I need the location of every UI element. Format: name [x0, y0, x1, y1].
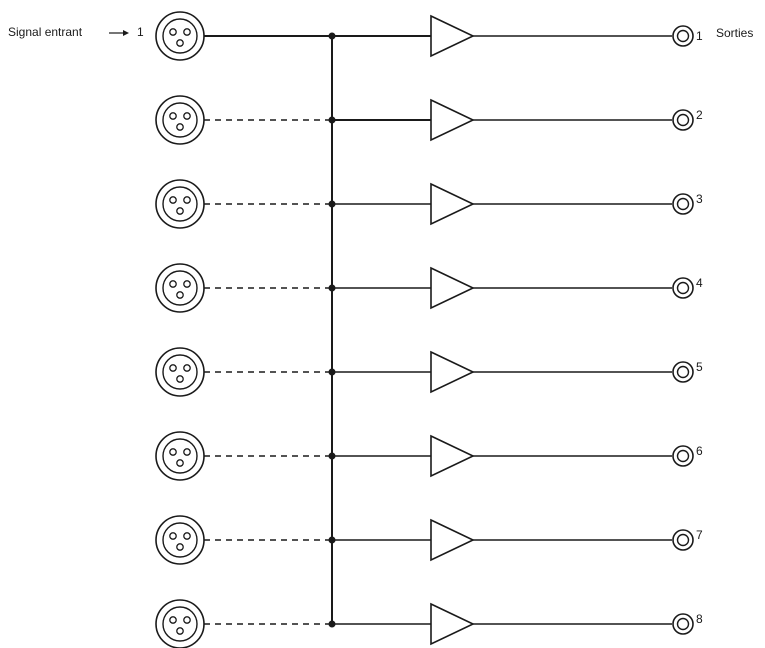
xlr-connector-icon	[155, 347, 205, 397]
junction-dot-icon	[328, 368, 336, 376]
junction-dot-icon	[328, 620, 336, 628]
input-signal-label: Signal entrant	[8, 25, 83, 39]
xlr-connector-icon	[155, 11, 205, 61]
xlr-connector-icon	[155, 179, 205, 229]
output-number-2: 2	[696, 108, 703, 122]
output-jack-icon	[672, 445, 694, 467]
output-number-1: 1	[696, 29, 703, 43]
output-jack-icon	[672, 529, 694, 551]
output-jack-inner-ring	[676, 617, 690, 631]
output-number-6: 6	[696, 444, 703, 458]
output-number-4: 4	[696, 276, 703, 290]
junction-dot-icon	[328, 200, 336, 208]
output-jack-inner-ring	[676, 281, 690, 295]
xlr-connector-icon	[155, 515, 205, 565]
input-arrow-icon	[109, 30, 129, 36]
output-jack-icon	[672, 25, 694, 47]
output-number-3: 3	[696, 192, 703, 206]
xlr-connector-icon	[155, 599, 205, 648]
amplifier-triangle-icon	[430, 182, 475, 226]
amplifier-triangle-icon	[430, 518, 475, 562]
junction-dot-icon	[328, 116, 336, 124]
output-jack-inner-ring	[676, 533, 690, 547]
input-number-label: 1	[137, 25, 144, 39]
output-jack-inner-ring	[676, 113, 690, 127]
amplifier-triangle-icon	[430, 434, 475, 478]
amplifier-triangle-icon	[430, 602, 475, 646]
output-jack-inner-ring	[676, 365, 690, 379]
junction-dot-icon	[328, 536, 336, 544]
output-jack-icon	[672, 109, 694, 131]
junction-dot-icon	[328, 32, 336, 40]
amplifier-triangle-icon	[430, 350, 475, 394]
junction-dot-icon	[328, 452, 336, 460]
junction-dot-icon	[328, 284, 336, 292]
output-jack-inner-ring	[676, 197, 690, 211]
xlr-connector-icon	[155, 431, 205, 481]
output-jack-inner-ring	[676, 449, 690, 463]
output-jack-inner-ring	[676, 29, 690, 43]
output-jack-icon	[672, 361, 694, 383]
outputs-title-label: Sorties	[716, 26, 754, 40]
output-number-5: 5	[696, 360, 703, 374]
amplifier-triangle-icon	[430, 14, 475, 58]
output-jack-icon	[672, 277, 694, 299]
output-number-7: 7	[696, 528, 703, 542]
output-number-8: 8	[696, 612, 703, 626]
output-jack-icon	[672, 613, 694, 635]
amplifier-triangle-icon	[430, 98, 475, 142]
xlr-connector-icon	[155, 95, 205, 145]
amplifier-triangle-icon	[430, 266, 475, 310]
output-jack-icon	[672, 193, 694, 215]
xlr-connector-icon	[155, 263, 205, 313]
